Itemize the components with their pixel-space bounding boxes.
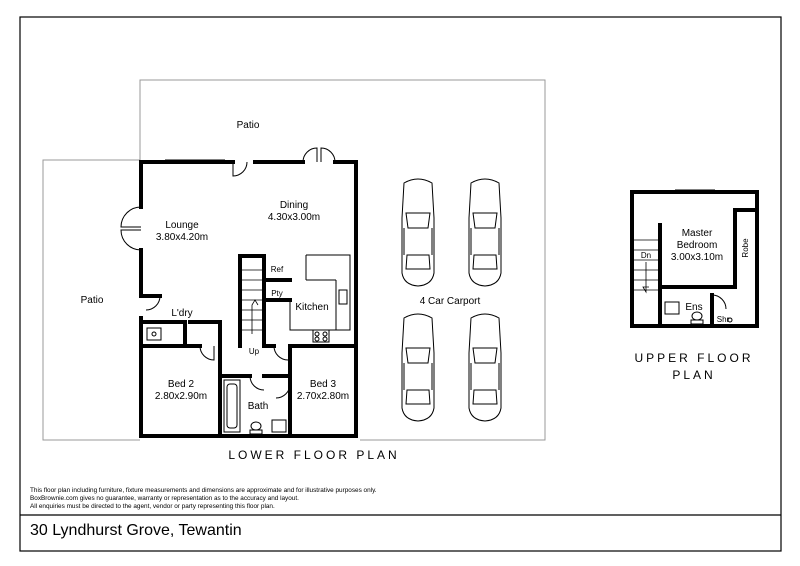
ref-label: Ref: [271, 265, 284, 274]
upper-floor-labels: Master Bedroom 3.00x3.10m Dn Robe Ens Sh…: [634, 228, 753, 382]
bed2-label: Bed 2: [168, 379, 195, 390]
bed2-size: 2.80x2.90m: [155, 391, 207, 402]
property-address: 30 Lyndhurst Grove, Tewantin: [30, 522, 242, 539]
page-frame: [19, 16, 782, 552]
patio-top-label: Patio: [237, 120, 260, 131]
car-4: [468, 313, 502, 422]
upper-floor-caption-2: PLAN: [672, 368, 715, 382]
car-3: [401, 313, 435, 422]
master-label-2: Bedroom: [677, 240, 718, 251]
lounge-label: Lounge: [165, 220, 199, 231]
upper-floor-fixtures: [634, 189, 733, 325]
outdoor-outlines: [42, 79, 546, 441]
ensuite-label: Ens: [685, 302, 702, 313]
bed3-label: Bed 3: [310, 379, 337, 390]
car-2: [468, 178, 502, 287]
upper-floor-walls: [630, 190, 759, 328]
dining-label: Dining: [280, 200, 308, 211]
carport-cars: [401, 178, 502, 422]
bed3-size: 2.70x2.80m: [297, 391, 349, 402]
lower-floor-fixtures: [120, 147, 357, 437]
lower-floor-labels: Patio Patio Lounge 3.80x4.20m Dining 4.3…: [81, 120, 481, 462]
patio-left-label: Patio: [81, 295, 104, 306]
carport-label: 4 Car Carport: [420, 296, 481, 307]
master-label-1: Master: [682, 228, 713, 239]
lower-floor-caption: LOWER FLOOR PLAN: [228, 448, 399, 462]
lounge-size: 3.80x4.20m: [156, 232, 208, 243]
master-size: 3.00x3.10m: [671, 252, 723, 263]
laundry-label: L'dry: [171, 308, 192, 319]
dining-size: 4.30x3.00m: [268, 212, 320, 223]
stairs-up-label: Up: [249, 347, 260, 356]
disclaimer-line: BoxBrownie.com gives no guarantee, warra…: [30, 495, 299, 502]
pantry-label: Pty: [271, 289, 283, 298]
disclaimer: This floor plan including furniture, fix…: [30, 487, 377, 511]
disclaimer-line: This floor plan including furniture, fix…: [30, 487, 377, 494]
kitchen-label: Kitchen: [295, 302, 328, 313]
shower-label: Shr: [717, 315, 730, 324]
disclaimer-line: All enquiries must be directed to the ag…: [30, 503, 275, 510]
upper-floor-caption-1: UPPER FLOOR: [634, 351, 753, 365]
stairs-down-label: Dn: [641, 251, 651, 260]
car-1: [401, 178, 435, 287]
bath-label: Bath: [248, 401, 269, 412]
robe-label: Robe: [741, 238, 750, 258]
